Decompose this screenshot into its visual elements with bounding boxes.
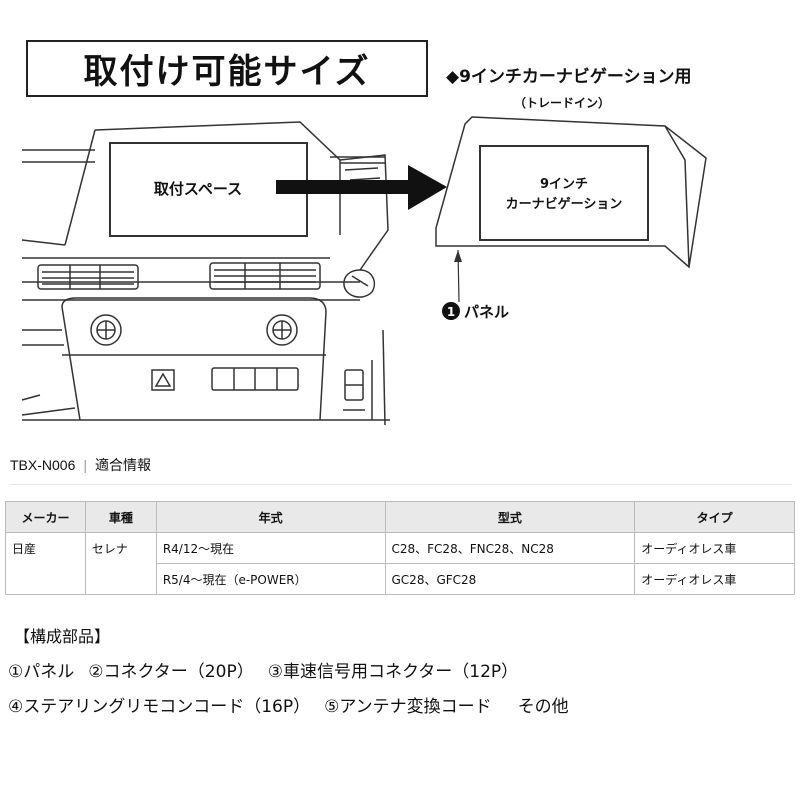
cell-vehicle-type: オーディオレス車 <box>634 532 795 564</box>
part-item: ③車速信号用コネクター（12P） <box>267 662 519 682</box>
cell-type-code: C28、FC28、FNC28、NC28 <box>384 532 636 564</box>
fitment-info-label: 適合情報 <box>95 457 151 473</box>
nav-screen-line2: カーナビゲーション <box>506 196 623 212</box>
cell-year: R4/12〜現在 <box>155 532 386 564</box>
parts-line-1: ①パネル ②コネクター（20P） ③車速信号用コネクター（12P） <box>8 657 518 682</box>
part-item: ⑤アンテナ変換コード <box>324 697 492 717</box>
nav-screen-box <box>479 145 649 241</box>
arrow-shaft <box>276 180 416 194</box>
col-vehicle-type: タイプ <box>634 501 795 533</box>
parts-line-2: ④ステアリングリモコンコード（16P） ⑤アンテナ変換コード その他 <box>8 692 569 717</box>
parts-heading: 【構成部品】 <box>14 627 111 646</box>
col-year: 年式 <box>155 501 386 533</box>
col-type-code: 型式 <box>384 501 636 533</box>
cell-type-code: GC28、GFC28 <box>384 563 636 595</box>
table-row: R5/4〜現在（e-POWER） GC28、GFC28 オーディオレス車 <box>5 563 795 595</box>
col-maker: メーカー <box>5 501 86 533</box>
dashboard-illustration: 取付スペース 9インチ カーナビゲーション 1 パネル <box>21 116 707 426</box>
cell-year: R5/4〜現在（e-POWER） <box>155 563 386 595</box>
cell-model: セレナ <box>84 532 157 564</box>
model-code: TBX-N006 <box>10 457 76 473</box>
nav-heading: ◆9インチカーナビゲーション用 <box>446 67 692 87</box>
arrow-right-icon <box>408 165 447 210</box>
part-item: ④ステアリングリモコンコード（16P） <box>8 697 311 717</box>
mount-space-label: 取付スペース <box>154 180 242 198</box>
cell-maker <box>5 563 86 595</box>
model-line: TBX-N006 | 適合情報 <box>10 455 151 475</box>
table-header-row: メーカー 車種 年式 型式 タイプ <box>5 501 795 533</box>
cell-vehicle-type: オーディオレス車 <box>634 563 795 595</box>
nav-subheading: （トレードイン） <box>514 96 611 110</box>
divider <box>10 484 792 485</box>
fitment-table: メーカー 車種 年式 型式 タイプ 日産 セレナ R4/12〜現在 C28、FC… <box>5 501 795 595</box>
panel-number: 1 <box>447 305 455 319</box>
part-item: ①パネル <box>8 662 75 682</box>
nav-screen-line1: 9インチ <box>540 177 588 192</box>
panel-number-badge <box>442 302 460 320</box>
part-item: その他 <box>517 697 569 717</box>
title-banner: 取付け可能サイズ <box>26 40 428 97</box>
page-title: 取付け可能サイズ <box>83 52 371 92</box>
cell-maker: 日産 <box>5 532 86 564</box>
col-model: 車種 <box>84 501 157 533</box>
table-row: 日産 セレナ R4/12〜現在 C28、FC28、FNC28、NC28 オーディ… <box>5 532 795 564</box>
part-item: ②コネクター（20P） <box>88 662 254 682</box>
mount-space-box <box>109 142 308 237</box>
cell-model <box>84 563 157 595</box>
model-separator: | <box>83 457 87 473</box>
panel-label: パネル <box>464 303 509 321</box>
